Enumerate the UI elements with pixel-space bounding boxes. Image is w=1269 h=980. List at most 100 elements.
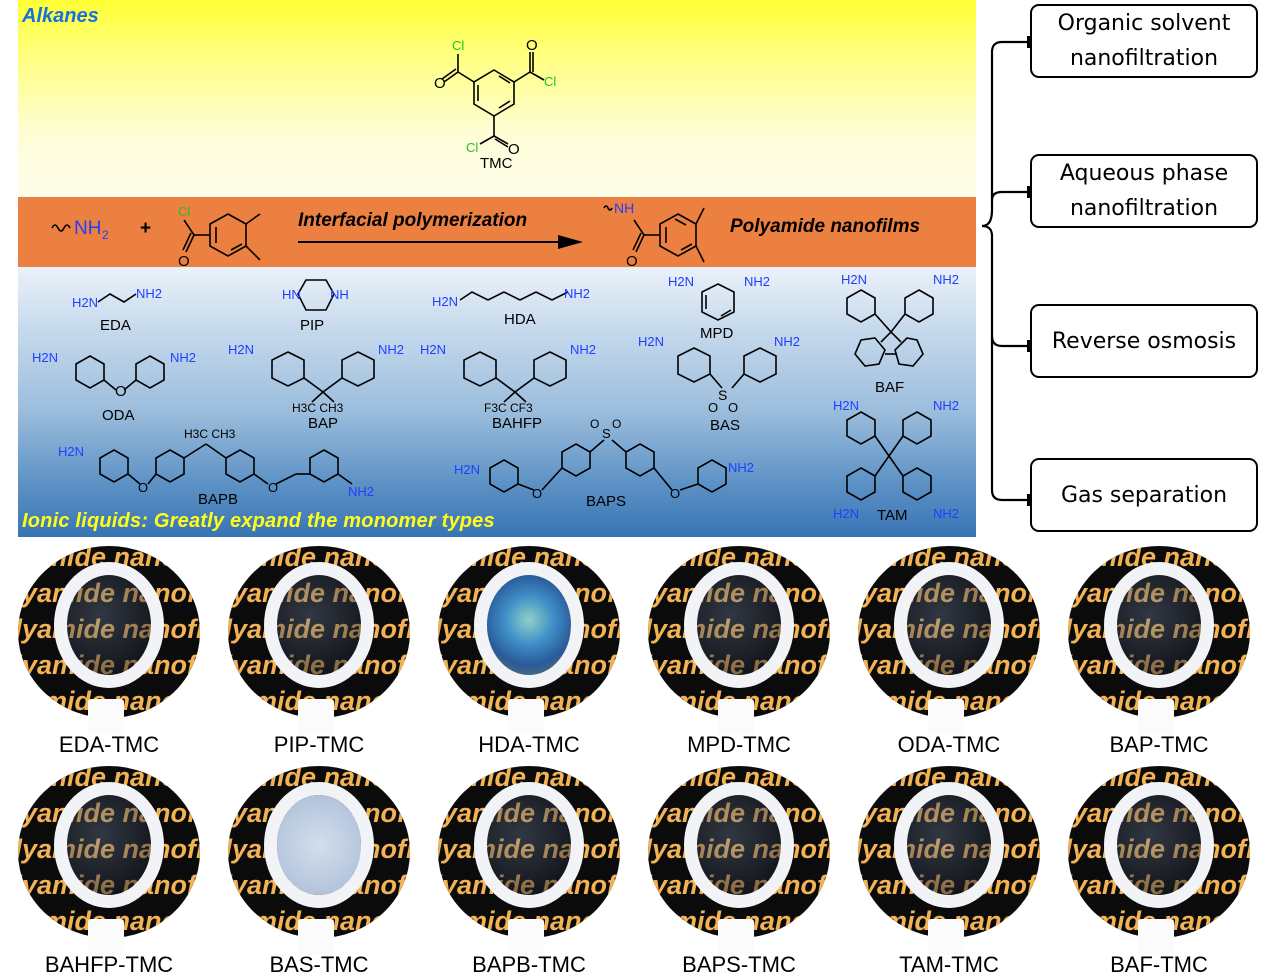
svg-text:TAM: TAM	[877, 507, 908, 524]
svg-text:O: O	[728, 400, 738, 415]
svg-text:O: O	[532, 486, 542, 501]
monomer-tam: H2N NH2 H2N NH2 TAM	[813, 396, 976, 531]
svg-text:NH2: NH2	[564, 286, 590, 301]
svg-text:NH: NH	[74, 218, 101, 239]
support-ring	[894, 562, 1004, 688]
photo-caption: ODA-TMC	[897, 732, 1001, 757]
svg-text:H2N: H2N	[833, 398, 859, 413]
interface-wave	[18, 248, 976, 260]
reaction-arrow	[298, 235, 583, 249]
membrane-photo: amide nanoolyamide nanofilolyamide nanof…	[438, 542, 620, 757]
svg-text:O: O	[138, 480, 148, 495]
tmc-structure: Cl O O Cl Cl O TMC	[428, 37, 578, 180]
svg-text:BAHFP: BAHFP	[492, 415, 542, 432]
svg-text:S: S	[718, 387, 727, 403]
photo-caption: BAPB-TMC	[472, 952, 586, 977]
svg-text:HDA: HDA	[504, 311, 536, 328]
membrane-photo: amide nanoolyamide nanofilolyamide nanof…	[228, 762, 410, 977]
svg-text:H2N: H2N	[32, 350, 58, 365]
svg-text:O: O	[612, 417, 621, 431]
svg-text:NH2: NH2	[933, 398, 959, 413]
support-ring	[1104, 562, 1214, 688]
support-ring	[474, 782, 584, 908]
svg-text:MPD: MPD	[700, 325, 734, 342]
svg-text:NH2: NH2	[744, 274, 770, 289]
svg-text:H2N: H2N	[638, 334, 664, 349]
membrane-photo: amide nanoolyamide nanofilolyamide nanof…	[648, 542, 830, 757]
ring-tab	[298, 919, 334, 955]
support-ring	[474, 562, 584, 688]
svg-text:O: O	[268, 480, 278, 495]
support-ring	[1104, 782, 1214, 908]
acyl-chloride-unit: Cl O	[176, 200, 276, 275]
tmc-label: TMC	[480, 155, 513, 172]
svg-text:H2N: H2N	[454, 462, 480, 477]
ring-tab	[1138, 919, 1174, 955]
app-reverse-osmosis: Reverse osmosis	[1030, 304, 1258, 378]
ring-tab	[1138, 699, 1174, 735]
svg-text:O: O	[626, 253, 638, 270]
membrane-photo: amide nanoolyamide nanofilolyamide nanof…	[18, 542, 200, 757]
photo-caption: TAM-TMC	[899, 952, 999, 977]
membrane-photo: amide nanoolyamide nanofilolyamide nanof…	[18, 762, 200, 977]
photo-caption: PIP-TMC	[273, 732, 365, 757]
svg-text:Cl: Cl	[178, 204, 190, 219]
svg-text:H2N: H2N	[228, 342, 254, 357]
monomer-mpd: H2N NH2 MPD	[666, 270, 776, 347]
photo-caption: BAP-TMC	[1109, 732, 1209, 757]
svg-text:H2N: H2N	[841, 272, 867, 287]
svg-text:H2N: H2N	[668, 274, 694, 289]
svg-text:NH2: NH2	[170, 350, 196, 365]
svg-text:NH2: NH2	[378, 342, 404, 357]
support-ring	[54, 562, 164, 688]
svg-text:BAP: BAP	[308, 415, 338, 432]
svg-text:Cl: Cl	[466, 140, 478, 155]
photo-caption: BAHFP-TMC	[44, 952, 174, 977]
ring-tab	[508, 919, 544, 955]
svg-text:H3C CH3: H3C CH3	[184, 427, 236, 441]
photo-caption: BAS-TMC	[269, 952, 369, 977]
svg-text:O: O	[670, 486, 680, 501]
membrane-photo: amide nanoolyamide nanofilolyamide nanof…	[438, 762, 620, 977]
svg-text:NH2: NH2	[570, 342, 596, 357]
photo-caption: MPD-TMC	[687, 732, 791, 757]
app-gas-separation: Gas separation	[1030, 458, 1258, 532]
svg-text:O: O	[708, 400, 718, 415]
monomer-bas: H2N NH2 S O O BAS	[638, 330, 828, 445]
photo-caption: BAPS-TMC	[682, 952, 796, 977]
photo-caption: HDA-TMC	[478, 732, 580, 757]
ring-tab	[298, 699, 334, 735]
support-ring	[264, 562, 374, 688]
svg-text:O: O	[508, 141, 520, 158]
polyamide-unit: NH O	[600, 196, 710, 276]
svg-text:H2N: H2N	[420, 342, 446, 357]
svg-text:BAF: BAF	[875, 379, 904, 396]
interfacial-polymerization-label: Interfacial polymerization	[298, 210, 528, 231]
svg-text:BAS: BAS	[710, 417, 740, 434]
monomer-bap: H2N NH2 H3C CH3 BAP	[228, 340, 418, 437]
ring-tab	[718, 919, 754, 955]
membrane-photo: amide nanoolyamide nanofilolyamide nanof…	[858, 542, 1040, 757]
svg-text:O: O	[178, 253, 190, 270]
ring-tab	[928, 699, 964, 735]
membrane-photo: amide nanoolyamide nanofilolyamide nanof…	[648, 762, 830, 977]
membrane-photo-grid: amide nanoolyamide nanofilolyamide nanof…	[0, 540, 1269, 980]
svg-text:NH2: NH2	[774, 334, 800, 349]
membrane-photo: amide nanoolyamide nanofilolyamide nanof…	[1068, 762, 1250, 977]
svg-text:NH2: NH2	[728, 460, 754, 475]
membrane-photo: amide nanoolyamide nanofilolyamide nanof…	[858, 762, 1040, 977]
monomer-baps: H2N NH2 S O O O O BAPS	[454, 417, 774, 515]
amine-reactant: NH 2	[48, 212, 148, 247]
alkane-phase	[18, 0, 976, 205]
synthesis-scheme: Alkanes Ionic liquids: Greatly expand th…	[18, 0, 976, 537]
svg-text:O: O	[115, 383, 127, 400]
ring-tab	[718, 699, 754, 735]
membrane-photo: amide nanoolyamide nanofilolyamide nanof…	[1068, 542, 1250, 757]
ionic-liquids-label: Ionic liquids: Greatly expand the monome…	[22, 510, 495, 532]
svg-text:O: O	[434, 75, 446, 92]
monomer-eda: H2N NH2 EDA	[68, 282, 178, 339]
svg-text:F3C CF3: F3C CF3	[484, 401, 533, 415]
ring-tab	[508, 699, 544, 735]
